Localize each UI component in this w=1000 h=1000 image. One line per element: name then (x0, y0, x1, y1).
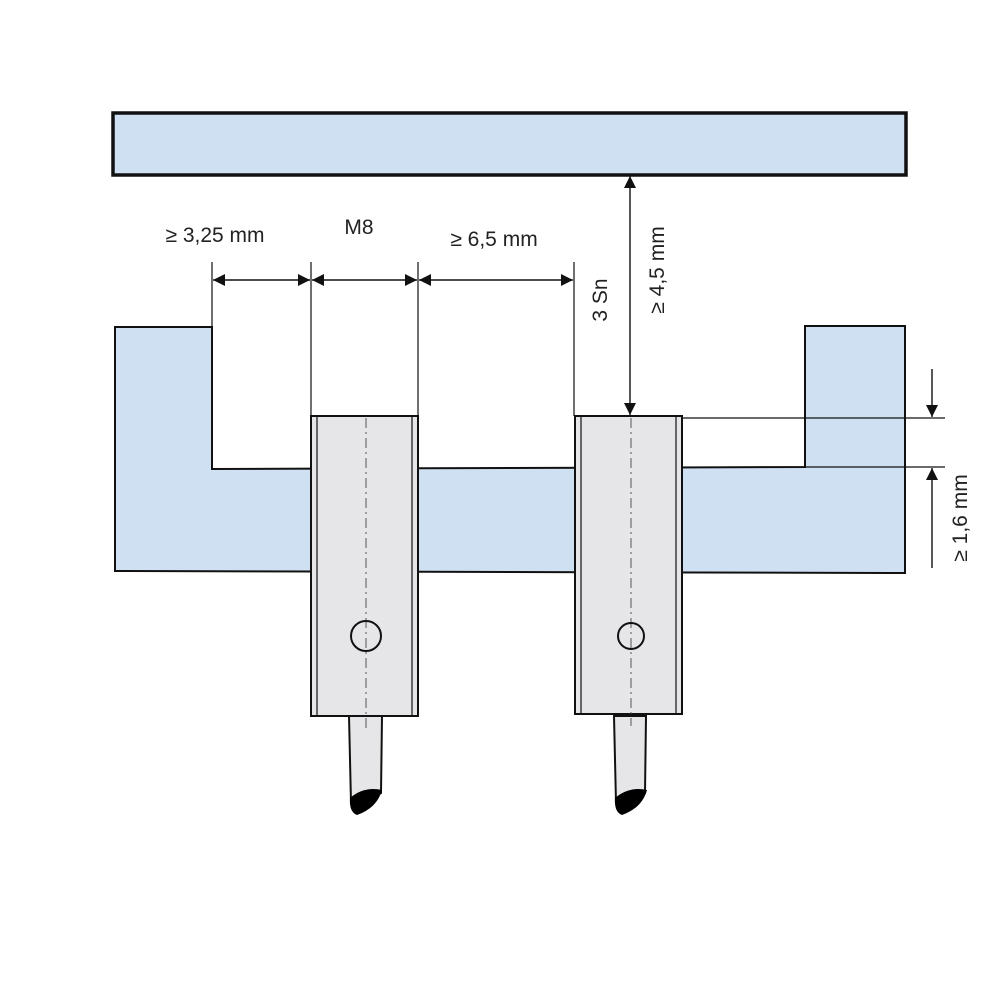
led-indicator-icon (617, 622, 645, 650)
sensor-left (310, 415, 419, 728)
mounting-bracket (114, 325, 906, 575)
target-plate (111, 111, 908, 177)
cable-end-right (614, 789, 647, 815)
label-target-distance: ≥ 4,5 mm (646, 226, 669, 313)
led-indicator-icon (350, 620, 382, 652)
label-flush-offset: ≥ 1,6 mm (949, 474, 972, 561)
cable-end-left (349, 789, 382, 815)
label-thread-size: M8 (344, 216, 373, 239)
label-sensor-spacing: ≥ 6,5 mm (450, 228, 537, 251)
extension-lines (211, 262, 945, 468)
sensor-right (574, 415, 683, 726)
label-sensing-factor: 3 Sn (589, 278, 612, 321)
label-left-spacing: ≥ 3,25 mm (165, 224, 264, 247)
